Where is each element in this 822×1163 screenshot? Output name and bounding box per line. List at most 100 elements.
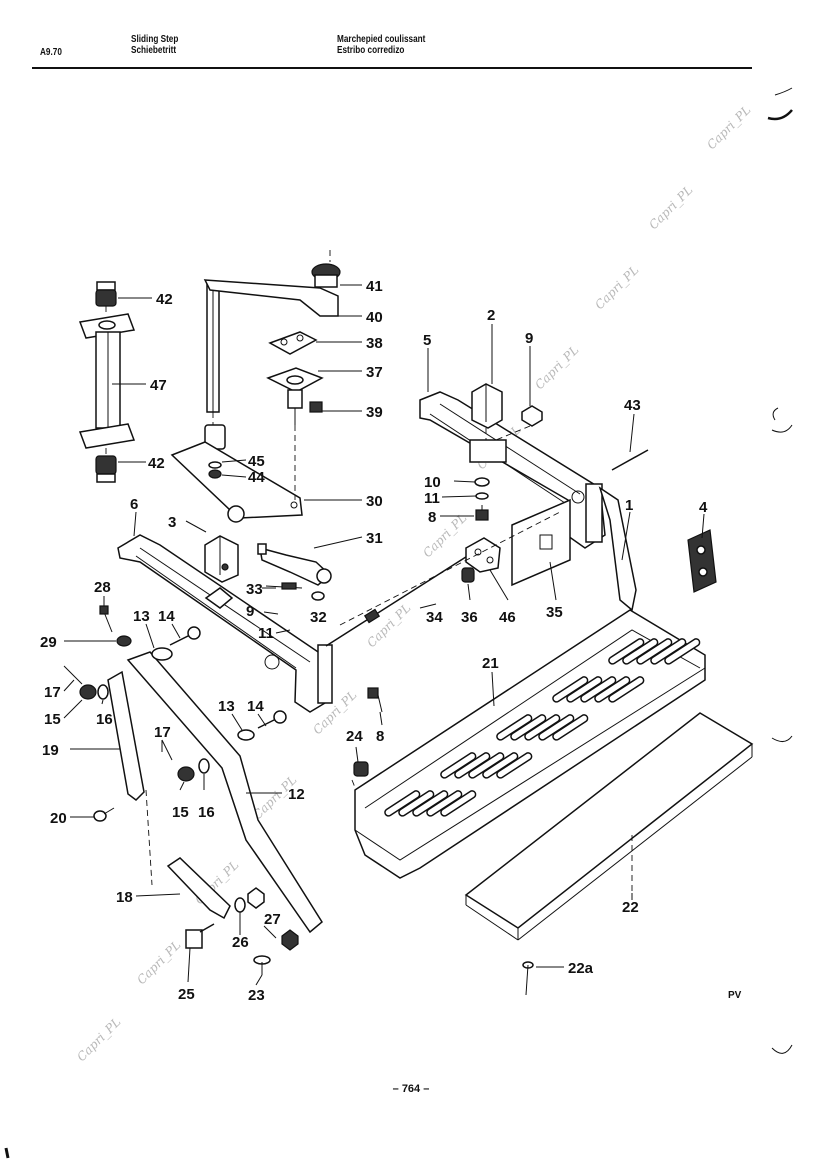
part-26-washer [234,897,246,913]
title-english: Sliding Step [131,34,179,45]
part-3-bracket [204,535,239,583]
dash-line [339,511,561,626]
callout-32: 32 [310,609,327,626]
part-38-plate [268,331,318,355]
section-code: A9.70 [40,47,62,58]
part-13-roller [151,647,173,661]
part-5-frame [419,391,606,549]
part-6-frame [117,534,333,713]
callout-46: 46 [499,609,516,626]
callout-15-upper: 15 [44,711,61,728]
part-4-pad [687,529,717,593]
margin-marks [4,87,793,1159]
callout-14-upper: 14 [158,608,175,625]
part-9-nut [521,405,543,427]
callout-17-upper: 17 [44,684,61,701]
part-16-washer [198,758,210,774]
part-18-link [166,857,231,920]
header-rule [32,67,752,69]
watermark: Capri_PL [74,1015,123,1064]
callout-34: 34 [426,609,443,626]
dash-line [145,789,153,886]
part-11-washer [475,492,489,500]
part-40-arm [203,250,341,413]
watermark: Capri_PL [704,103,753,152]
part-17-pin [161,739,173,761]
callout-43: 43 [624,397,641,414]
leader-lines [63,284,705,986]
part-32-washer [311,591,325,601]
tread-slot [496,752,533,779]
part-19-link [107,670,145,801]
part-36-bushing [461,567,475,583]
part-35-plate [511,498,571,587]
part-21-step [354,609,706,879]
part-24-bushing [353,761,369,777]
callout-13-upper: 13 [133,608,150,625]
callout-47: 47 [150,377,167,394]
part-47-column [78,281,136,483]
callout-5: 5 [423,332,431,349]
part-15-nut [177,766,195,782]
callout-39: 39 [366,404,383,421]
callout-22: 22 [622,899,639,916]
part-34-rod [325,547,481,647]
part-29-nut [116,635,132,647]
watermark: Capri_PL [646,183,695,232]
part-30-lever [170,412,303,523]
part-14-pin [257,710,287,729]
callout-38: 38 [366,335,383,352]
part-37-plate [266,367,324,425]
callout-8-upper: 8 [428,509,436,526]
callout-14-lower: 14 [247,698,264,715]
callout-11-lower: 11 [258,625,274,642]
callout-26: 26 [232,934,249,951]
callout-10: 10 [424,474,441,491]
callout-40: 40 [366,309,383,326]
callout-13-lower: 13 [218,698,235,715]
callout-42-top: 42 [156,291,173,308]
part-27-nut [247,887,265,909]
part-20-bolt [93,807,115,822]
part-8-bolt [367,687,383,713]
dash-line [495,425,531,441]
tread-slots [384,638,701,817]
callout-29: 29 [40,634,57,651]
part-46-bracket [465,537,501,573]
callout-labels: 41 40 38 37 39 42 47 42 45 44 30 31 33 3… [40,278,708,1004]
part-31-link [257,543,332,586]
callout-2: 2 [487,307,495,324]
callout-9-upper: 9 [525,330,533,347]
tread-slot [552,714,589,741]
callout-11-upper: 11 [424,490,440,507]
callout-25: 25 [178,986,195,1003]
watermark: Capri_PL [592,263,641,312]
callout-16-lower: 16 [198,804,215,821]
title-french: Marchepied coulissant [337,34,426,45]
watermark: Capri_PL [364,601,413,650]
callout-45: 45 [248,453,265,470]
part-16-washer [97,684,109,700]
callout-20: 20 [50,810,67,827]
part-17-pin [63,665,83,685]
callout-9-lower: 9 [246,603,254,620]
callout-30: 30 [366,493,383,510]
page-number: – 764 – [392,1083,430,1095]
part-13-roller [237,729,255,741]
title-spanish: Estribo corredizo [337,45,405,56]
watermark: Capri_PL [134,938,183,987]
part-22-mat [464,712,754,941]
callout-17-lower: 17 [154,724,171,741]
callout-8-lower: 8 [376,728,384,745]
callout-21: 21 [482,655,499,672]
callout-15-lower: 15 [172,804,189,821]
part-28-bolt [99,605,113,633]
callout-28: 28 [94,579,111,596]
dash-line [351,779,357,791]
callout-44: 44 [248,469,265,486]
part-2-bracket [471,383,503,440]
callout-3: 3 [168,514,176,531]
callout-4: 4 [699,499,708,516]
part-43-rod [611,449,649,471]
